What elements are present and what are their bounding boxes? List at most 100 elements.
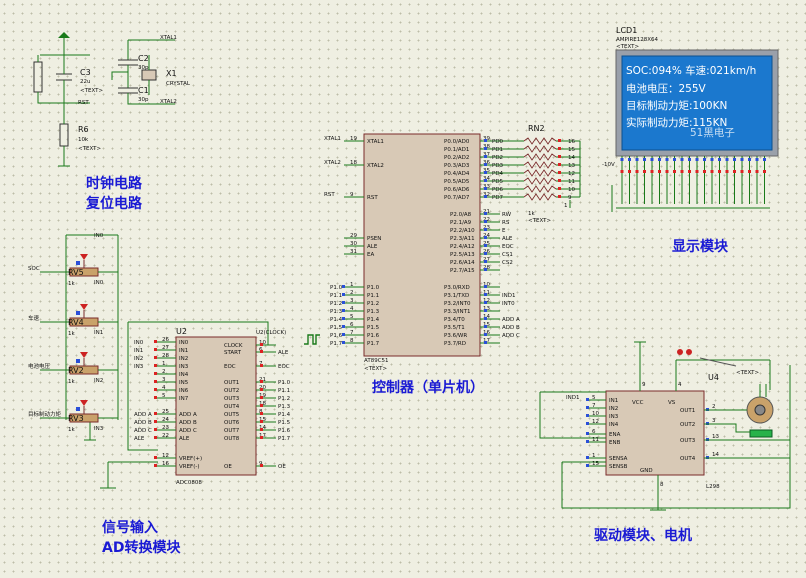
adc-net-label: P1.5 (278, 420, 291, 426)
l298-pin-label: IN1 (609, 398, 618, 404)
lcd-module[interactable]: LCD1 AMPIRE128X64 <TEXT> SOC:094% 车速:021… (602, 26, 779, 168)
pin-marker (342, 301, 345, 304)
adc-clock-source-label: U2(CLOCK) (256, 330, 286, 336)
rn2-pin-num: 13 (568, 163, 575, 169)
xtal1-net-label: XTAL1 (160, 35, 177, 41)
pin-marker (635, 170, 639, 173)
pot-ref: RV3 (68, 414, 84, 423)
pot-wiper-icon (80, 254, 88, 260)
rn2-resistor (523, 185, 557, 193)
dc-motor[interactable]: U4 <TEXT> (704, 370, 790, 459)
adc-pin-label: ADD C (179, 428, 197, 434)
adc-pin-label: EOC (224, 364, 236, 370)
pin-marker (484, 325, 487, 328)
adc-net-label: IN3 (134, 364, 144, 370)
rn2-resistor-network[interactable]: RN2 1k <TEXT> (528, 124, 571, 224)
pin-marker (558, 163, 561, 166)
pin-marker (154, 380, 157, 383)
pin-marker (484, 268, 487, 271)
adc-pin-label: ADD B (179, 420, 197, 426)
pin-marker (154, 364, 157, 367)
pin-marker (484, 317, 487, 320)
pin-marker (342, 317, 345, 320)
pin-marker (658, 170, 661, 173)
mcu-body (363, 133, 481, 357)
mcu-pins[interactable]: XTAL119XTAL218RST9PSEN29ALE30EA31P1.01P1… (324, 136, 524, 347)
pin-marker (484, 179, 487, 182)
adc-pin-num: 22 (162, 433, 169, 439)
l298-pins[interactable]: IN15IN27IN310IN412ENA6ENB11SENSA1SENSB15… (586, 382, 719, 488)
adc-pin-label: OUT8 (224, 436, 240, 442)
mcu-pin-num: 29 (350, 233, 357, 239)
motor-bar-indicator (749, 429, 773, 438)
adc-pin-num: 28 (162, 353, 169, 359)
pin-marker (586, 456, 589, 459)
rn2-resistor (523, 161, 557, 169)
pin-marker (154, 412, 157, 415)
pin-marker (748, 158, 751, 161)
mcu-pin-label: P2.5/A13 (450, 252, 475, 258)
lcd-pins[interactable] (620, 156, 767, 204)
pot-value: 1k (68, 281, 75, 287)
mcu-pin-label: P1.3 (367, 309, 380, 315)
l298-pin-label: IN3 (609, 414, 619, 420)
l298-pin-num: 2 (712, 404, 716, 410)
mcu-ref: AT89C51 (364, 358, 389, 364)
pin-marker (484, 252, 487, 255)
pin-marker (740, 170, 744, 173)
mcu-net-label: PD6 (492, 187, 504, 193)
pin-marker (586, 432, 589, 435)
mcu-p1-net: P1.3 (330, 309, 343, 315)
clock-reset-circuit[interactable]: C3 22u <TEXT> RST R6 10k <TEXT> XTAL1 C2… (33, 32, 191, 167)
pin-marker (484, 244, 487, 247)
l298-pin-label: SENSA (609, 456, 628, 462)
pin-marker (695, 158, 699, 161)
adc-net-label: ALE (134, 436, 145, 442)
l298-pin-num: 14 (712, 452, 719, 458)
l298-body (605, 390, 705, 476)
pin-marker (484, 341, 487, 344)
mcu-p1-net: P1.2 (330, 301, 342, 307)
pin-marker (755, 170, 759, 173)
reset-switch[interactable] (33, 61, 43, 93)
adc-net-label: EOC (278, 364, 290, 370)
mcu-pin-label: P1.1 (367, 293, 379, 299)
adc-pin-num: 23 (162, 425, 169, 431)
l298-pin-label: VS (668, 400, 676, 406)
mcu-pin-label: P1.4 (367, 317, 380, 323)
adc-pins[interactable]: IN026IN0IN127IN1IN228IN2IN31IN3IN42IN53I… (134, 337, 291, 470)
pin-marker (260, 436, 263, 439)
switch-lever[interactable] (699, 357, 737, 367)
adc-pin-num: 26 (162, 337, 169, 343)
c2-ref: C2 (138, 54, 149, 63)
mcu-pin-label: P3.1/TXD (444, 293, 469, 299)
mcu-p1-net: P1.7 (330, 341, 343, 347)
adc-net-label: P1.3 (278, 404, 291, 410)
mcu-pin-label: P2.0/A8 (450, 212, 472, 218)
l298-pin-label: OUT4 (680, 456, 696, 462)
pin-marker (733, 170, 736, 173)
mcu-net-label: CS1 (502, 252, 513, 258)
signal-input-label: 信号输入 (102, 519, 158, 536)
pin-marker (342, 285, 345, 288)
r6-value: 10k (78, 137, 89, 143)
adc-pin-label: IN0 (179, 340, 189, 346)
rn2-pin-num: 10 (568, 187, 575, 193)
pin-marker (620, 170, 624, 173)
at89c51-chip[interactable]: AT89C51 <TEXT> (363, 133, 481, 372)
power-node-1 (677, 349, 683, 355)
pin-marker (558, 155, 561, 158)
mcu-pin-label: P3.5/T1 (444, 325, 465, 331)
signal-input-circuit[interactable]: IN0 (65, 233, 119, 441)
mcu-pin-label: XTAL1 (367, 139, 384, 145)
lcd-line-4: 实际制动力矩:115KN (626, 116, 727, 129)
pin-marker (650, 158, 654, 161)
l298-driver[interactable]: L298 GND IND1 (539, 341, 791, 511)
mcu-net-label: ADD A (502, 317, 520, 323)
c3-value: 22u (80, 79, 90, 85)
rn2-resistor (523, 153, 557, 161)
